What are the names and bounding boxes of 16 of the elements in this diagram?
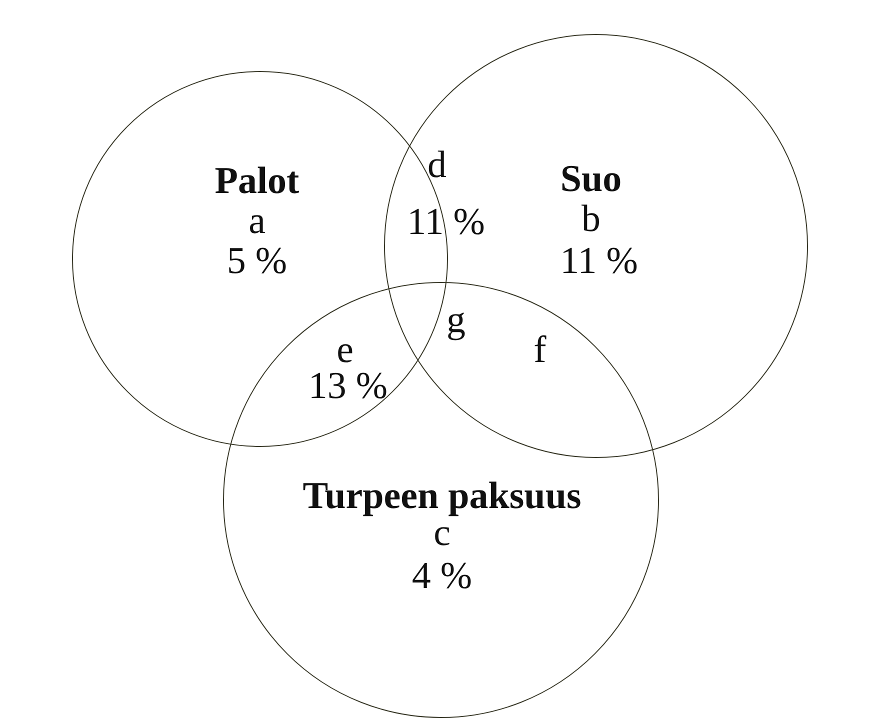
percentage-value: 13 % — [308, 367, 388, 405]
venn-circle — [223, 282, 659, 718]
region-letter: e — [336, 331, 354, 369]
region-letter: g — [446, 301, 466, 339]
region-letter: f — [534, 331, 546, 369]
percentage-value: 5 % — [226, 242, 288, 280]
region-letter: d — [428, 146, 446, 184]
region-letter: a — [248, 202, 266, 240]
set-title: Palot — [214, 162, 300, 200]
percentage-value: 11 % — [407, 203, 485, 241]
set-title: Suo — [560, 160, 622, 198]
percentage-value: 4 % — [412, 557, 472, 595]
venn-circle — [72, 71, 448, 447]
set-title: Turpeen paksuus — [302, 477, 582, 515]
region-letter: b — [582, 200, 600, 238]
percentage-value: 11 % — [560, 242, 638, 280]
